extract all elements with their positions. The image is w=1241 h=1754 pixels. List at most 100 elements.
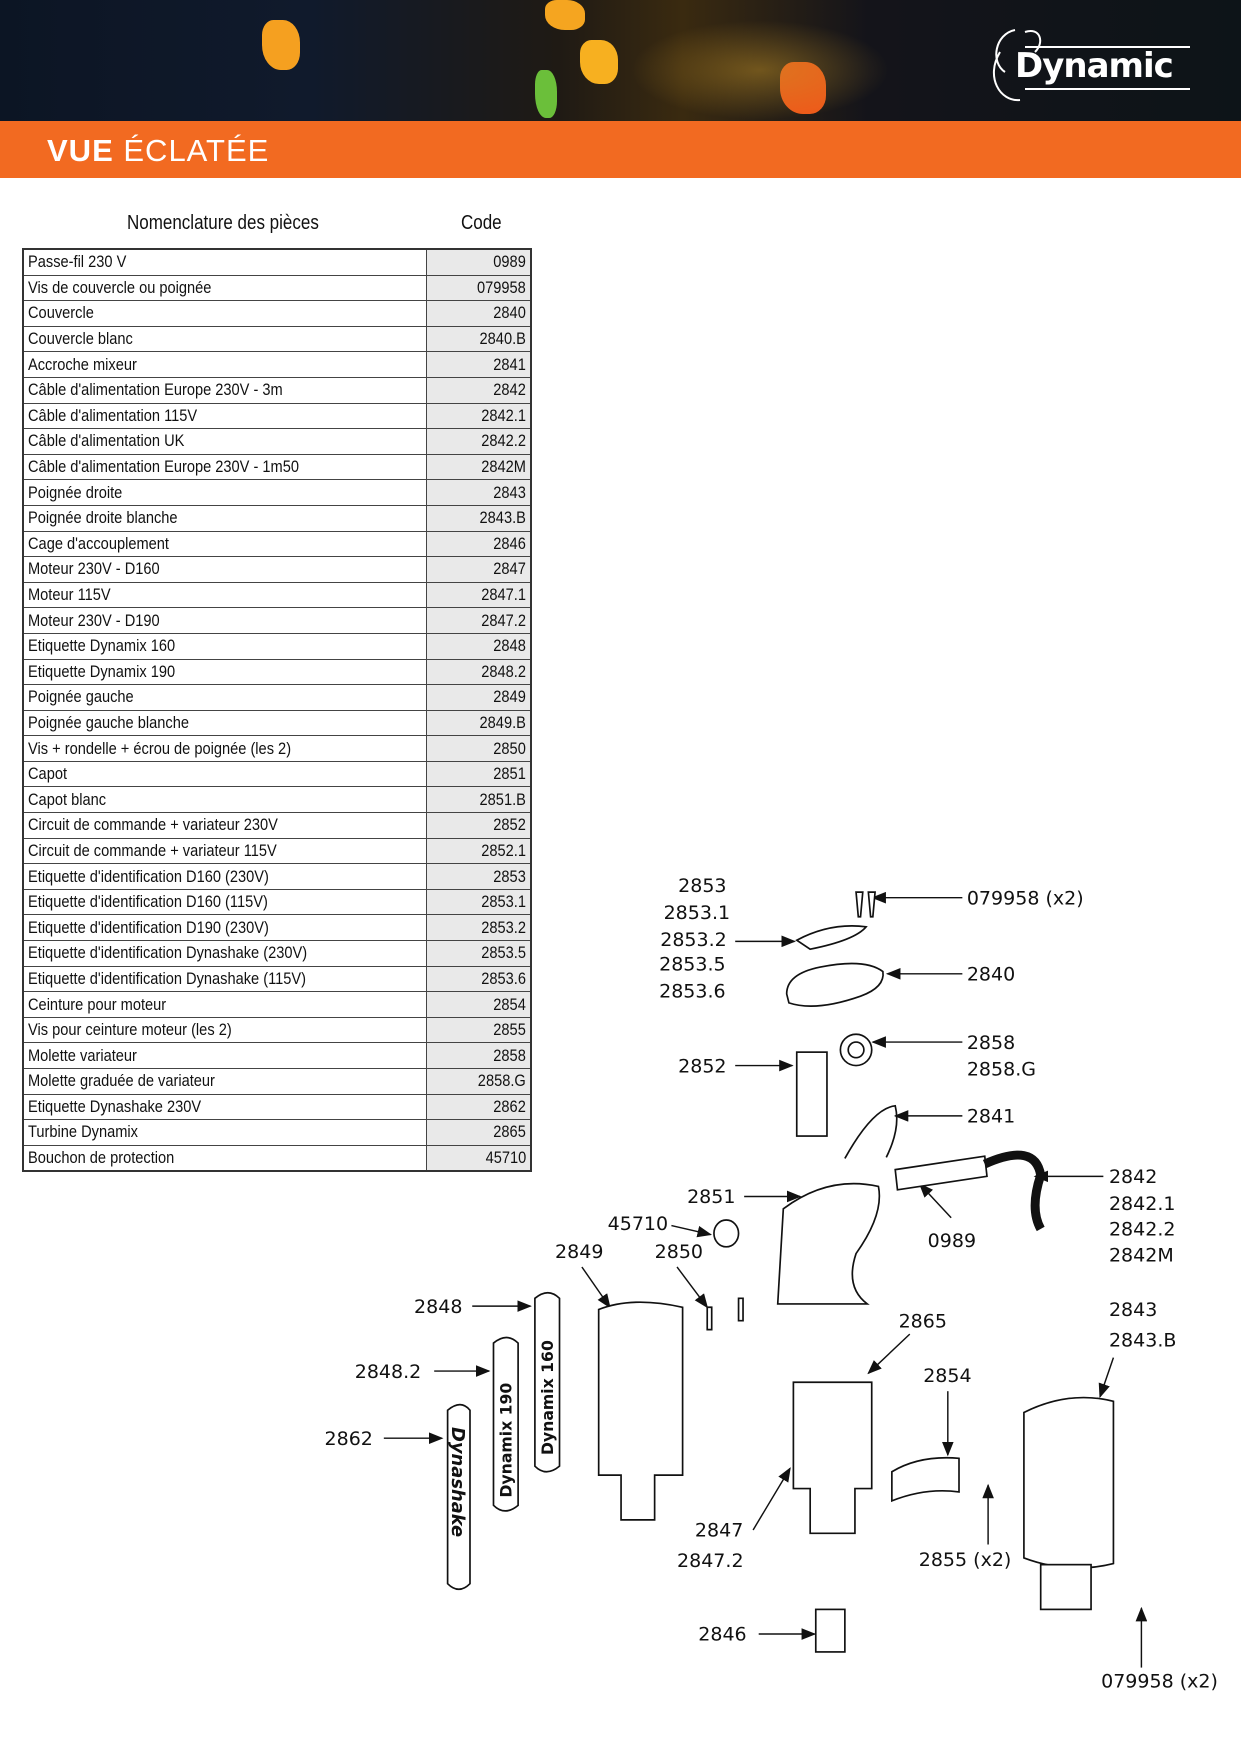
part-lid (785, 962, 884, 1007)
part-code: 079958 (477, 277, 526, 297)
part-name: Etiquette d'identification D160 (115V) (28, 892, 268, 912)
part-code: 2842M (481, 457, 526, 477)
callout-label: 2846 (698, 1624, 746, 1646)
part-name: Etiquette d'identification D160 (230V) (28, 866, 269, 886)
callout-label: 2848.2 (355, 1361, 422, 1383)
part-code: 2853.1 (481, 892, 526, 912)
part-name-cell: Accroche mixeur (22, 351, 427, 378)
callout-label: 2853.2 (660, 929, 727, 951)
table-row: Vis + rondelle + écrou de poignée (les 2… (22, 735, 532, 762)
callout-label: 2862 (325, 1428, 373, 1450)
part-name: Câble d'alimentation Europe 230V - 3m (28, 380, 283, 400)
part-name: Circuit de commande + variateur 230V (28, 815, 278, 835)
part-code-cell: 2841 (426, 351, 532, 378)
part-name-cell: Câble d'alimentation 115V (22, 402, 427, 430)
part-code: 2849.B (479, 712, 526, 732)
part-knob-center (847, 1041, 865, 1059)
part-handle-screws (706, 1297, 744, 1331)
part-code-cell: 2865 (426, 1119, 532, 1146)
title-bold: VUE (47, 133, 114, 168)
part-name-cell: Câble d'alimentation Europe 230V - 1m50 (22, 453, 427, 481)
part-code-cell: 2862 (426, 1093, 532, 1121)
herb-leaf (535, 70, 557, 118)
sticker-dynamix-160 (534, 1291, 561, 1473)
part-code-cell: 2842.1 (426, 402, 532, 430)
part-name-cell: Etiquette d'identification D160 (230V) (22, 863, 427, 890)
part-id-label (795, 925, 868, 951)
column-header-code: Code (461, 212, 502, 234)
part-name-cell: Etiquette d'identification Dynashake (23… (22, 940, 427, 967)
part-name-cell: Vis de couvercle ou poignée (22, 274, 427, 302)
part-code: 2842 (493, 380, 526, 400)
part-code: 2853.5 (481, 943, 526, 963)
part-code-cell: 2843 (426, 479, 532, 506)
part-code: 2865 (493, 1122, 526, 1142)
callout-label: 2843 (1109, 1299, 1157, 1321)
part-name: Circuit de commande + variateur 115V (28, 840, 277, 860)
part-coupling (814, 1608, 846, 1653)
callout-label: 2847.2 (677, 1550, 744, 1572)
part-circuit-board (795, 1051, 828, 1137)
part-name-cell: Circuit de commande + variateur 230V (22, 812, 427, 839)
callout-label: 2840 (967, 964, 1015, 986)
part-code: 45710 (485, 1148, 526, 1168)
part-name: Bouchon de protection (28, 1148, 175, 1168)
part-code: 2841 (493, 354, 526, 374)
part-name: Molette graduée de variateur (28, 1071, 215, 1091)
part-name: Câble d'alimentation UK (28, 431, 185, 451)
part-code-cell: 45710 (426, 1144, 532, 1172)
brand-name: Dynamic (1015, 46, 1174, 86)
part-code-cell: 2852 (426, 812, 532, 839)
part-drawings (446, 891, 1115, 1653)
part-code: 2853 (493, 866, 526, 886)
part-code-cell: 2853.1 (426, 888, 532, 916)
callout-label: 0989 (928, 1230, 976, 1252)
callout-label: 2843.B (1109, 1329, 1176, 1351)
part-code: 2848 (493, 636, 526, 656)
part-name-cell: Vis + rondelle + écrou de poignée (les 2… (22, 735, 427, 762)
callout-label: 2852 (678, 1055, 726, 1077)
part-name: Câble d'alimentation Europe 230V - 1m50 (28, 457, 299, 477)
food-piece (545, 0, 585, 30)
callout-label: 2851 (687, 1186, 735, 1208)
part-name: Moteur 230V - D190 (28, 610, 160, 630)
callout-label: 2849 (555, 1241, 603, 1263)
food-piece (580, 40, 618, 84)
callout-label: 2853.6 (659, 980, 726, 1002)
table-row: Bouchon de protection 45710 (22, 1144, 532, 1172)
part-code-cell: 2848 (426, 632, 532, 660)
part-name: Couvercle (28, 303, 94, 323)
part-name: Etiquette d'identification Dynashake (23… (28, 943, 308, 963)
callout-label: 45710 (608, 1213, 669, 1235)
part-name: Accroche mixeur (28, 354, 137, 374)
part-cap (713, 1219, 740, 1248)
part-code: 2852.1 (481, 840, 526, 860)
sticker-dynamix-190 (492, 1336, 519, 1512)
part-name-cell: Molette graduée de variateur (22, 1068, 427, 1095)
page-title: VUE ÉCLATÉE (47, 133, 269, 169)
part-name: Molette variateur (28, 1045, 137, 1065)
table-row: Vis pour ceinture moteur (les 2)2855 (22, 1016, 532, 1044)
part-code-cell: 2853.6 (426, 965, 532, 993)
part-code: 2862 (493, 1096, 526, 1116)
part-hook (844, 1104, 898, 1159)
part-code-cell: 2853 (426, 863, 532, 890)
part-code: 2842.2 (481, 431, 526, 451)
part-motor-belt (891, 1456, 960, 1503)
part-code: 2840.B (479, 329, 526, 349)
table-row: Etiquette d'identification D160 (115V) 28… (22, 888, 532, 916)
table-row: Circuit de commande + variateur 230V 2852 (22, 812, 532, 839)
part-grommet (894, 1155, 988, 1191)
part-name-cell: Etiquette d'identification D160 (115V) (22, 888, 427, 916)
part-code-cell: 2851.B (426, 786, 532, 814)
part-motor (792, 1381, 873, 1535)
part-left-handle (597, 1301, 684, 1521)
part-code: 0989 (493, 252, 526, 272)
callout-label: 2858.G (967, 1059, 1036, 1081)
